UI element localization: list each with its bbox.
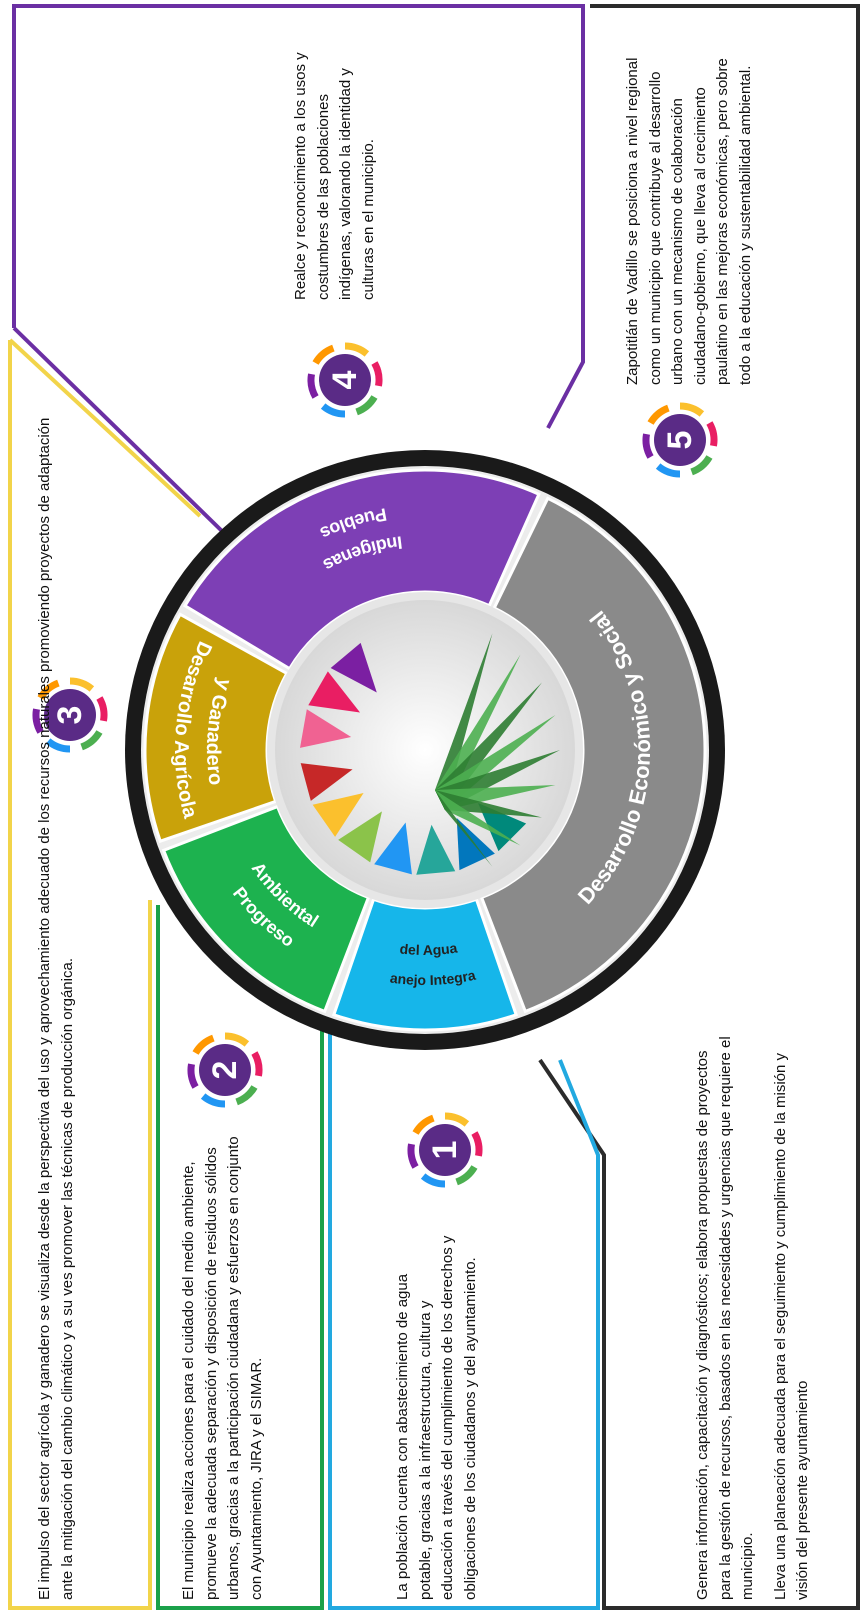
text-block-2: El municipio realiza acciones para el cu…: [178, 1130, 278, 1600]
text-block-3: El impulso del sector agrícola y ganader…: [34, 400, 89, 1600]
badge-1: 1: [407, 1112, 483, 1188]
description-2: El municipio realiza acciones para el cu…: [180, 1136, 265, 1600]
badge-number: 2: [206, 1061, 244, 1080]
segment-label-1: del Agua: [399, 939, 458, 958]
badge-number: 5: [661, 431, 699, 450]
badge-5: 5: [642, 402, 718, 478]
frame-yellow-3: [8, 338, 202, 1610]
frame-purple-4: [12, 4, 585, 537]
number-badges: 1 2 3 4 5: [32, 342, 718, 1188]
text-block-5: Zapotitlán de Vadillo se posiciona a niv…: [622, 25, 767, 385]
badge-3: 3: [32, 677, 108, 753]
badge-number: 4: [326, 370, 364, 389]
municipal-logo-icon: [300, 633, 560, 875]
badge-number: 3: [51, 706, 89, 725]
text-block-bottom: Genera información, capacitación y diagn…: [692, 1020, 825, 1600]
badge-4: 4: [307, 342, 383, 418]
badge-2: 2: [187, 1032, 263, 1108]
bottom-paragraph-2: Lleva una planeación adecuada para el se…: [771, 1052, 812, 1600]
description-5: Zapotitlán de Vadillo se posiciona a niv…: [624, 57, 754, 385]
text-block-4: Realce y reconocimiento a los usos y cos…: [290, 30, 390, 300]
description-4: Realce y reconocimiento a los usos y cos…: [292, 52, 377, 300]
badge-number: 1: [426, 1141, 464, 1160]
frame-blue-1: [328, 1030, 600, 1610]
text-block-1: La población cuenta con abastecimiento d…: [392, 1230, 492, 1600]
frame-green-2: [156, 905, 324, 1610]
bottom-paragraph-1: Genera información, capacitación y diagn…: [694, 1036, 756, 1600]
segment-ambiental: [161, 804, 371, 1014]
segment-agricola: [143, 612, 289, 844]
description-1: La población cuenta con abastecimiento d…: [394, 1235, 479, 1600]
description-3: El impulso del sector agrícola y ganader…: [36, 417, 76, 1600]
